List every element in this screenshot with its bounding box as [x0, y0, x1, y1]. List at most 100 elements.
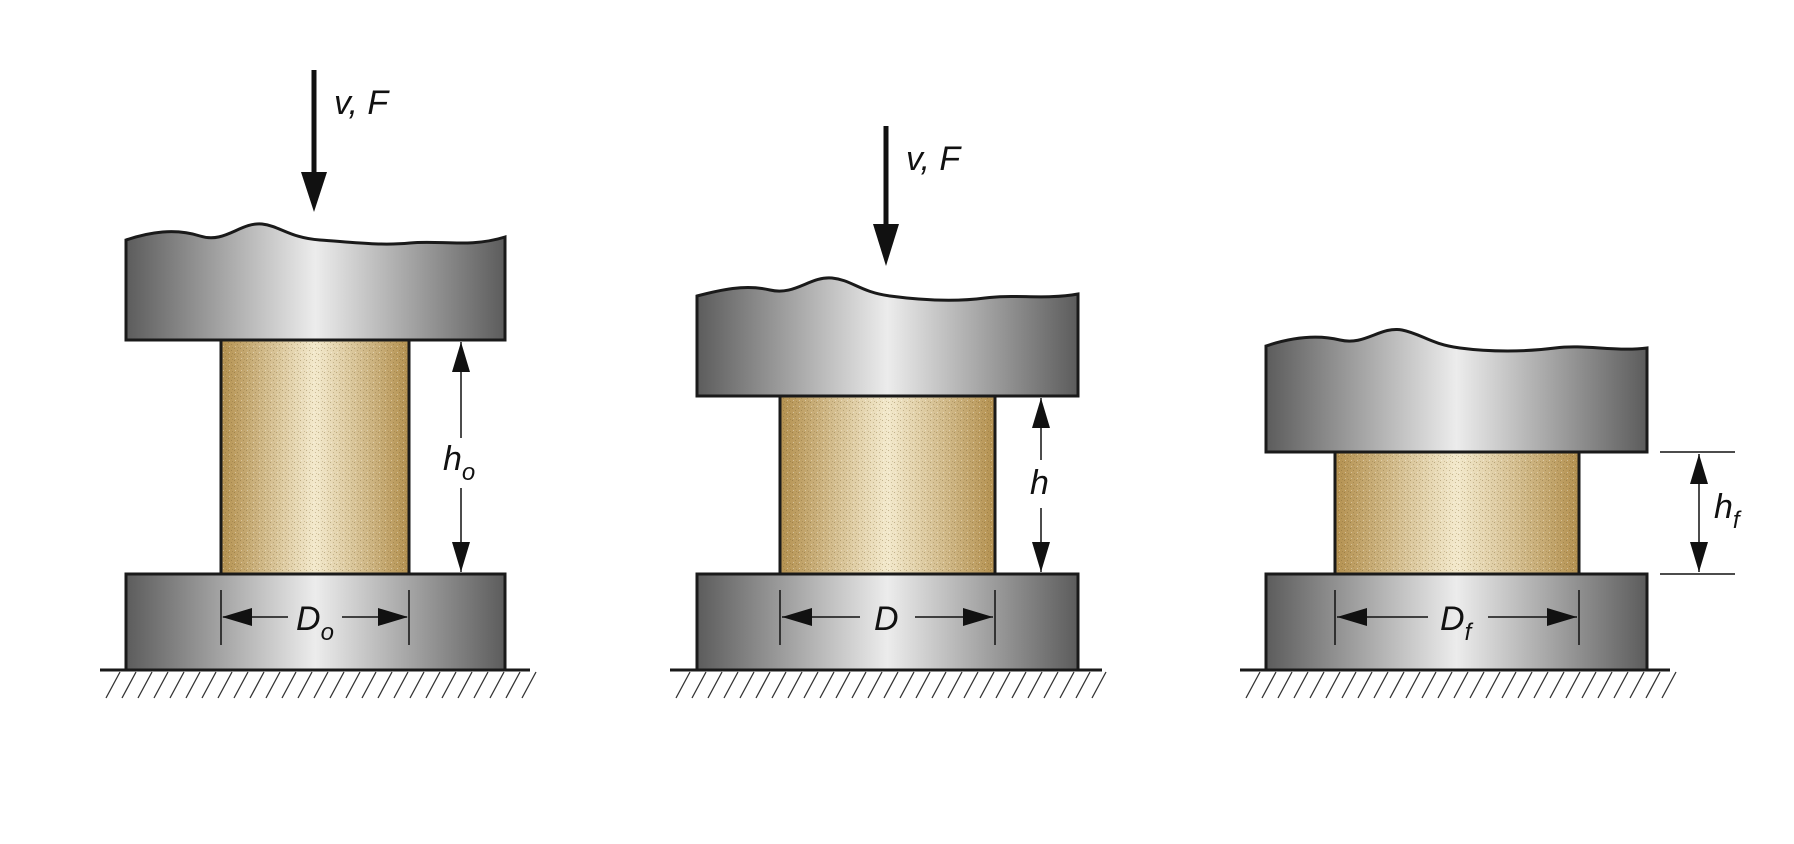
hatch-line [409, 671, 425, 699]
hatch-line [1565, 671, 1581, 699]
hatch-line [707, 671, 723, 699]
hatch-line [723, 671, 739, 699]
hatch-line [1549, 671, 1565, 699]
hatch-line [883, 671, 899, 699]
hatch-line [1597, 671, 1613, 699]
hatch-line [505, 671, 521, 699]
hatch-line [755, 671, 771, 699]
hatch-line [201, 671, 217, 699]
hatch-line [675, 671, 691, 699]
hatch-line [265, 671, 281, 699]
hatch-line [979, 671, 995, 699]
hatch-line [1043, 671, 1059, 699]
stage-intermediate: v, F h [670, 126, 1102, 672]
hatch-line [1421, 671, 1437, 699]
height-label: hf [1714, 488, 1742, 534]
force-arrow: v, F [873, 126, 962, 266]
hatch-line [867, 671, 883, 699]
hatch-line [1661, 671, 1677, 699]
hatch-line [851, 671, 867, 699]
hatch-line [1341, 671, 1357, 699]
hatch-line [441, 671, 457, 699]
diameter-dimension: Do [220, 590, 410, 646]
hatch-line [1293, 671, 1309, 699]
hatch-line [819, 671, 835, 699]
hatch-line [1389, 671, 1405, 699]
height-dimension: ho [443, 342, 475, 572]
hatch-line [1581, 671, 1597, 699]
hatch-line [899, 671, 915, 699]
hatch-line [185, 671, 201, 699]
hatch-line [313, 671, 329, 699]
height-dimension: h [1030, 398, 1050, 572]
hatch-line [489, 671, 505, 699]
hatch-line [1485, 671, 1501, 699]
hatch-line [803, 671, 819, 699]
hatch-line [1011, 671, 1027, 699]
hatch-line [931, 671, 947, 699]
hatch-line [1645, 671, 1661, 699]
hatch-line [787, 671, 803, 699]
lower-die [1264, 572, 1649, 672]
lower-die [124, 572, 507, 672]
hatch-line [297, 671, 313, 699]
upper-die [124, 222, 507, 342]
diameter-label: Do [296, 600, 334, 646]
diameter-label: Df [1440, 600, 1474, 646]
hatch-line [1453, 671, 1469, 699]
workpiece [1333, 450, 1581, 576]
hatch-line [1261, 671, 1277, 699]
hatch-line [1517, 671, 1533, 699]
hatch-line [771, 671, 787, 699]
hatch-line [425, 671, 441, 699]
hatch-line [1325, 671, 1341, 699]
hatch-line [105, 671, 121, 699]
hatch-line [963, 671, 979, 699]
diameter-dimension: Df [1334, 590, 1580, 646]
hatch-line [1469, 671, 1485, 699]
hatch-line [521, 671, 537, 699]
diameter-label: D [874, 600, 899, 638]
height-label: ho [443, 440, 475, 486]
hatch-line [1613, 671, 1629, 699]
hatch-line [1309, 671, 1325, 699]
hatch-line [915, 671, 931, 699]
diameter-dimension: D [779, 590, 996, 645]
hatch-line [1245, 671, 1261, 699]
hatch-lines [105, 671, 1677, 699]
force-arrow: v, F [301, 70, 390, 212]
hatch-line [947, 671, 963, 699]
hatch-line [995, 671, 1011, 699]
hatch-line [345, 671, 361, 699]
hatch-line [473, 671, 489, 699]
workpiece [219, 338, 411, 576]
hatch-line [393, 671, 409, 699]
workpiece [778, 394, 997, 576]
hatch-line [1405, 671, 1421, 699]
hatch-line [217, 671, 233, 699]
upper-die [1264, 327, 1649, 454]
hatch-line [1437, 671, 1453, 699]
hatch-line [835, 671, 851, 699]
hatch-line [249, 671, 265, 699]
stage-initial: v, F ho [100, 70, 530, 672]
hatch-line [153, 671, 169, 699]
hatch-line [1027, 671, 1043, 699]
hatch-line [329, 671, 345, 699]
force-label: v, F [906, 140, 962, 178]
hatch-line [1059, 671, 1075, 699]
hatch-line [457, 671, 473, 699]
hatch-line [377, 671, 393, 699]
hatch-line [1091, 671, 1107, 699]
hatch-line [1501, 671, 1517, 699]
hatch-line [121, 671, 137, 699]
hatch-line [281, 671, 297, 699]
height-label: h [1030, 464, 1049, 502]
hatch-line [691, 671, 707, 699]
hatch-line [1357, 671, 1373, 699]
upper-die [695, 276, 1080, 398]
hatch-line [137, 671, 153, 699]
hatch-line [1277, 671, 1293, 699]
hatch-line [233, 671, 249, 699]
